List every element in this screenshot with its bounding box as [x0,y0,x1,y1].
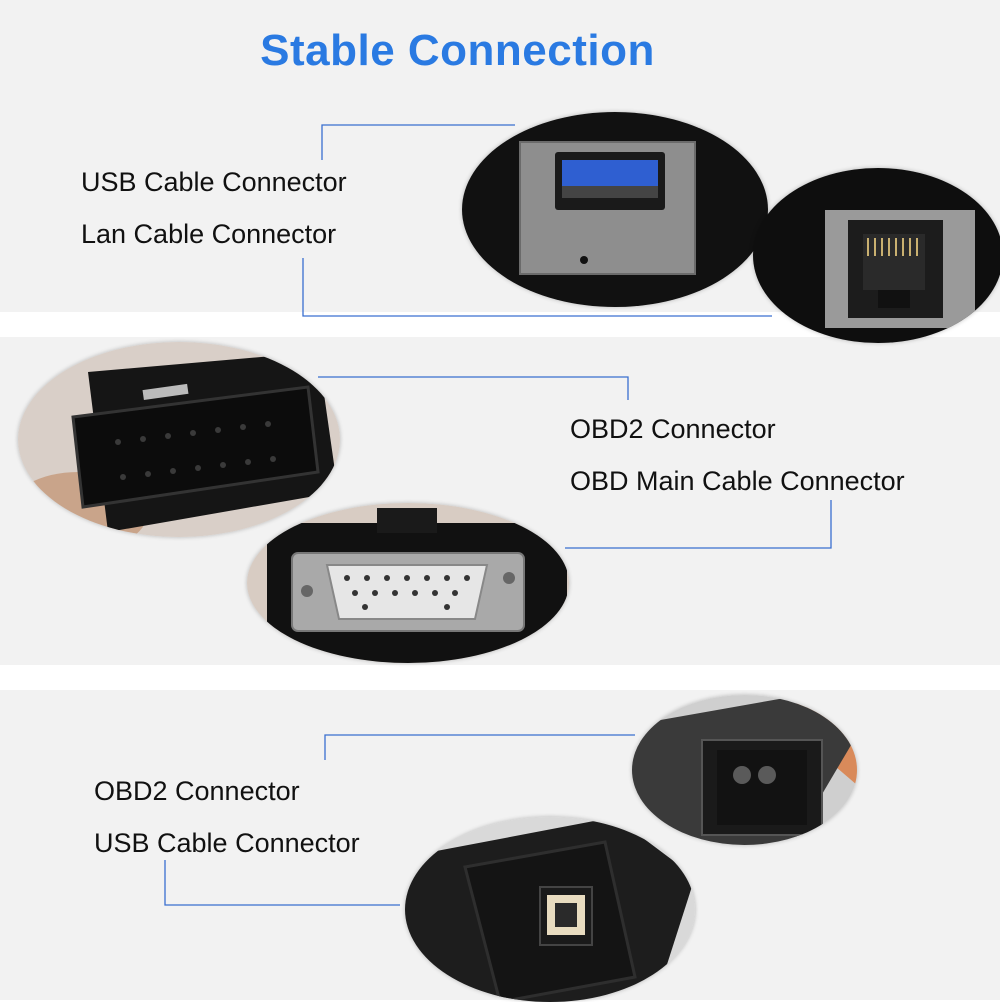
obd2-plug-photo [18,342,340,537]
label-lan-cable-connector: Lan Cable Connector [81,219,337,249]
label-obd2-connector: OBD2 Connector [570,414,776,444]
usb-b-port-photo [405,817,695,1002]
obd2-socket-photo [632,695,857,845]
label-obd2-connector-2: OBD2 Connector [94,776,300,806]
usb-a-port-photo [462,112,768,307]
label-usb-cable-connector: USB Cable Connector [81,167,347,197]
label-usb-cable-connector-2: USB Cable Connector [94,828,360,858]
db15-cable-connector-photo [247,503,569,663]
label-obd-main-cable-connector: OBD Main Cable Connector [570,466,905,496]
page-title: Stable Connection [260,26,655,75]
rj45-lan-port-photo [753,168,1000,343]
